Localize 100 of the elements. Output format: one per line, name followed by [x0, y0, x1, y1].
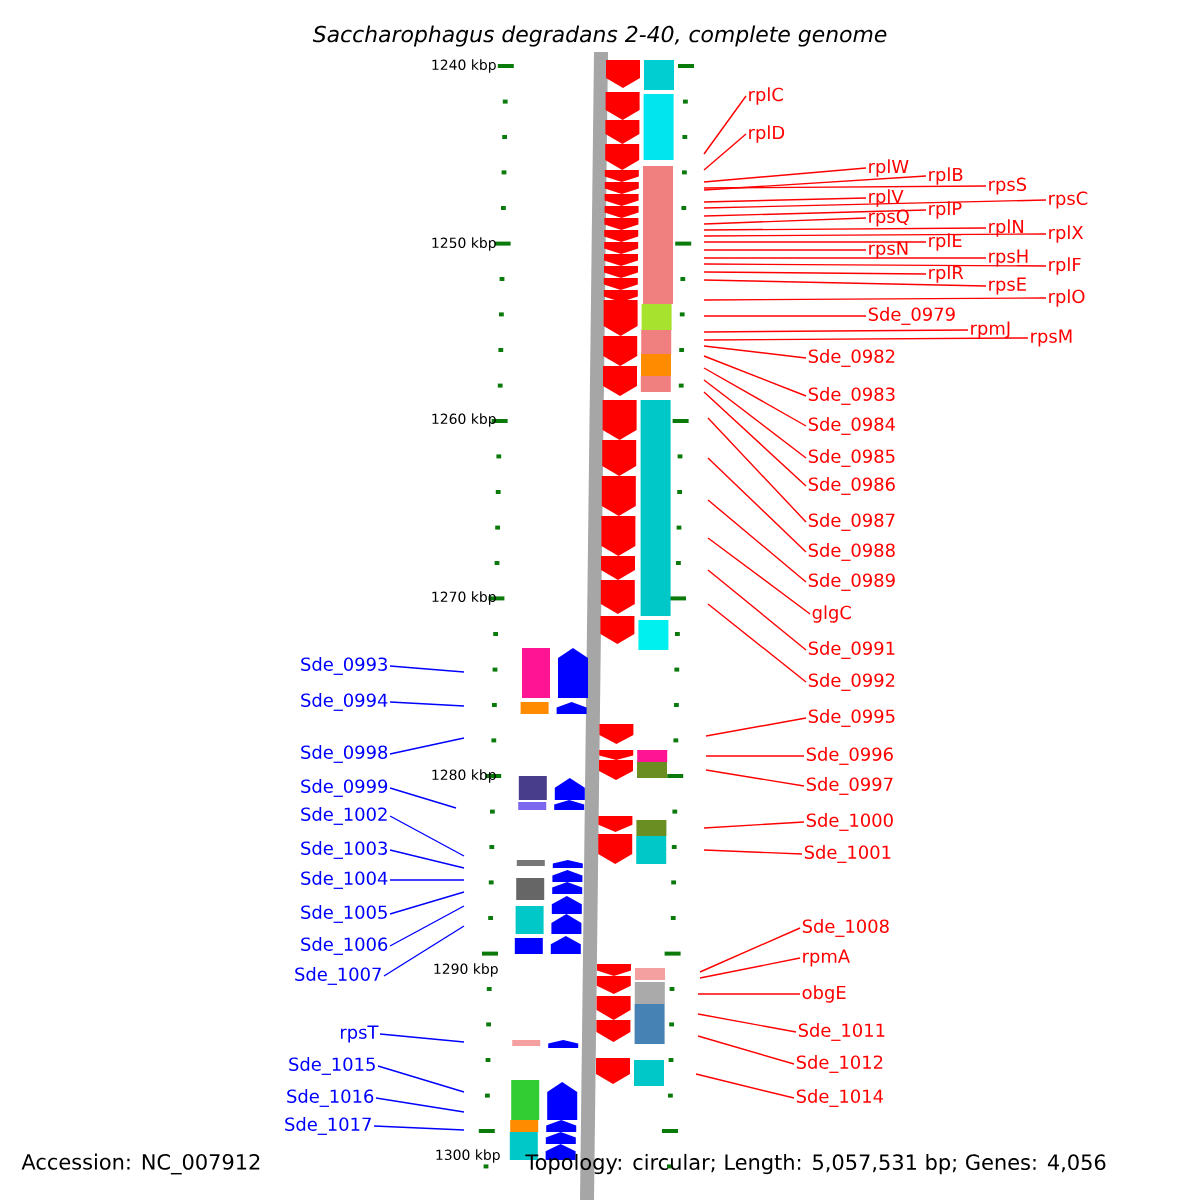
gene-label: Sde_1005 [298, 903, 390, 925]
leader-line [703, 241, 927, 243]
leader-line [703, 257, 987, 259]
leader-line [707, 569, 807, 651]
gene-label: Sde_1011 [796, 1021, 888, 1043]
gene-label: rplD [746, 124, 787, 144]
gene-label: Sde_1002 [298, 805, 390, 827]
gene-label: Sde_0982 [806, 347, 898, 369]
gene-label: rplW [866, 158, 911, 178]
gene-label: Sde_0988 [806, 541, 898, 563]
leader-line [703, 185, 987, 189]
gene-label: Sde_0996 [804, 745, 896, 767]
gene-label: rpsM [1028, 328, 1075, 348]
leader-line [703, 263, 1047, 267]
gene-label: rpmA [800, 948, 852, 968]
title: Saccharophagus degradans 2-40, complete genome [312, 25, 887, 47]
leader-line [703, 175, 927, 191]
gene-label: Sde_1004 [298, 869, 390, 891]
leader-line [389, 737, 465, 755]
leader-line [703, 367, 807, 427]
gene-label: rpsT [338, 1024, 380, 1044]
info-text: Accession: NC_007912 [21, 1153, 260, 1175]
leader-line [697, 993, 801, 995]
leader-line [389, 849, 465, 869]
leader-line [389, 879, 465, 881]
leader-line [703, 197, 867, 203]
gene-label: Sde_1016 [284, 1087, 376, 1109]
gene-label: Sde_1001 [802, 843, 894, 865]
leader-line [703, 209, 927, 217]
gene-label: Sde_1008 [800, 917, 892, 939]
gene-label: rpsE [986, 276, 1029, 296]
gene-label: Sde_1000 [804, 811, 896, 833]
leader-line [707, 457, 807, 553]
leader-line [389, 905, 465, 947]
leader-line [703, 167, 867, 183]
leader-line [703, 95, 747, 155]
gene-label: Sde_0995 [806, 707, 898, 729]
leader-line [707, 603, 807, 683]
leader-line [703, 379, 807, 459]
gene-label: Sde_0987 [806, 511, 898, 533]
leader-line [703, 133, 747, 171]
gene-label: glgC [810, 604, 854, 624]
gene-label: rpsS [986, 176, 1029, 196]
gene-label: rplB [926, 166, 965, 186]
gene-label: rplC [746, 86, 786, 106]
gene-label: Sde_1003 [298, 839, 390, 861]
gene-label: Sde_0998 [298, 743, 390, 765]
leader-line [707, 417, 807, 523]
gene-label: Sde_1012 [794, 1053, 886, 1075]
leader-line [379, 1033, 465, 1043]
gene-label: rpmJ [968, 320, 1013, 340]
leader-line [703, 297, 1047, 301]
leader-line [389, 665, 465, 673]
leader-line [389, 815, 465, 857]
gene-label: Sde_1006 [298, 935, 390, 957]
leader-line [703, 199, 1047, 209]
leader-line [375, 1097, 465, 1113]
gene-label: Sde_0994 [298, 691, 390, 713]
gene-label: rplF [1046, 256, 1083, 276]
gene-label: Sde_0983 [806, 385, 898, 407]
leader-line [703, 355, 807, 397]
gene-label: obgE [800, 984, 848, 1004]
leader-line [699, 927, 801, 973]
gene-label: Sde_0984 [806, 415, 898, 437]
leader-line [389, 787, 457, 809]
gene-label: rpsC [1046, 190, 1090, 210]
leader-line [703, 217, 867, 225]
leader-line [707, 499, 807, 583]
gene-label: rplP [926, 200, 964, 220]
info-text: Topology: circular; Length: 5,057,531 bp; Genes: 4,056 [525, 1153, 1106, 1175]
leader-line [703, 849, 803, 855]
leader-line [703, 345, 807, 359]
gene-label: Sde_0979 [866, 305, 958, 327]
gene-label: rplN [986, 218, 1026, 238]
leader-line [705, 755, 805, 757]
leader-line [703, 233, 1047, 237]
leader-line [703, 279, 987, 287]
gene-label: rpsH [986, 248, 1031, 268]
leader-line [705, 769, 805, 787]
gene-label: rplV [866, 188, 905, 208]
gene-label: Sde_0992 [806, 671, 898, 693]
gene-label: Sde_1017 [282, 1115, 374, 1137]
leader-line [389, 891, 465, 915]
leader-line [389, 701, 465, 707]
gene-label: rplO [1046, 288, 1087, 308]
gene-label: rplX [1046, 224, 1085, 244]
gene-label: Sde_0989 [806, 571, 898, 593]
leader-line [697, 1013, 797, 1033]
leader-line [697, 1035, 795, 1065]
leader-line [703, 821, 805, 829]
gene-label: Sde_1015 [286, 1055, 378, 1077]
gene-label: Sde_1014 [794, 1087, 886, 1109]
leader-line [703, 249, 867, 251]
gene-label: Sde_0991 [806, 639, 898, 661]
gene-label: Sde_0985 [806, 447, 898, 469]
leader-line [373, 1125, 465, 1131]
leader-line [695, 1073, 795, 1099]
leader-line [699, 957, 801, 979]
leader-line [703, 227, 987, 231]
gene-label: Sde_1007 [292, 965, 384, 987]
